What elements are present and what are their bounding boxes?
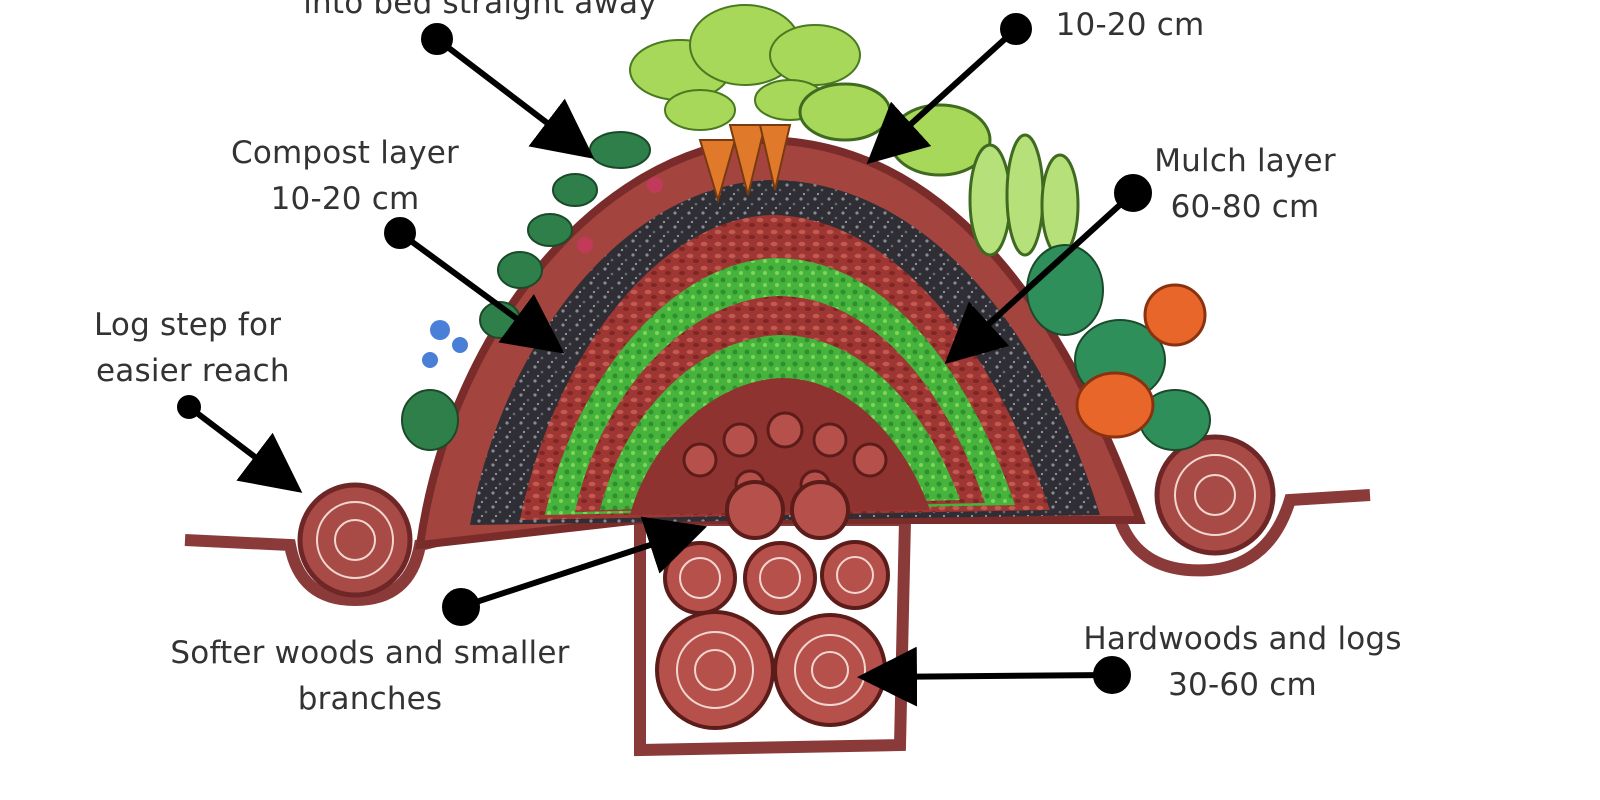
ground-line	[184, 534, 442, 607]
label-log-step-line2: easier reach	[96, 353, 290, 389]
arrow-compost	[384, 217, 565, 354]
chard-leaves	[968, 133, 1080, 257]
label-top-right-line2: 10-20 cm	[1055, 7, 1205, 43]
arrow-top-left	[421, 23, 595, 159]
label-hardwoods-line1: Hardwoods and logs	[1083, 621, 1402, 657]
carrot-tops	[629, 4, 861, 131]
label-softer-woods-line2: branches	[297, 681, 443, 717]
borage-flowers	[422, 320, 468, 368]
arrow-hardwoods	[857, 646, 1131, 707]
small-branches	[682, 411, 888, 501]
label-hardwoods: Hardwoods and logs 30-60 cm	[1055, 616, 1430, 708]
label-top-right: 10-20 cm	[1040, 2, 1220, 48]
arrow-softer-woods	[442, 516, 708, 626]
label-compost: Compost layer 10-20 cm	[210, 130, 480, 222]
label-compost-line2: 10-20 cm	[270, 181, 420, 217]
label-mulch-line1: Mulch layer	[1154, 143, 1336, 179]
pumpkins	[1075, 283, 1207, 439]
arrow-log-step	[177, 395, 303, 493]
arrow-top-right	[866, 13, 1032, 165]
log-step-right	[1154, 434, 1276, 556]
arrow-mulch	[944, 174, 1152, 365]
right-greens	[1026, 244, 1211, 451]
label-top-left-line2: into bed straight away	[303, 0, 657, 21]
carrots	[698, 124, 792, 204]
label-top-left: into bed straight away	[270, 0, 690, 26]
arrows	[177, 13, 1152, 707]
label-softer-woods-line1: Softer woods and smaller	[170, 635, 570, 671]
label-log-step-line1: Log step for	[94, 307, 282, 343]
ground-line-right	[1114, 489, 1371, 577]
left-greens	[401, 131, 651, 451]
label-softer-woods: Softer woods and smaller branches	[145, 630, 595, 722]
label-hardwoods-line2: 30-60 cm	[1168, 667, 1317, 703]
beets	[577, 177, 663, 253]
label-log-step: Log step for easier reach	[80, 302, 320, 394]
label-mulch: Mulch layer 60-80 cm	[1130, 138, 1360, 230]
log-rings	[676, 556, 874, 709]
log-step-left	[297, 482, 413, 598]
label-mulch-line2: 60-80 cm	[1170, 189, 1320, 225]
label-compost-line1: Compost layer	[231, 135, 459, 171]
